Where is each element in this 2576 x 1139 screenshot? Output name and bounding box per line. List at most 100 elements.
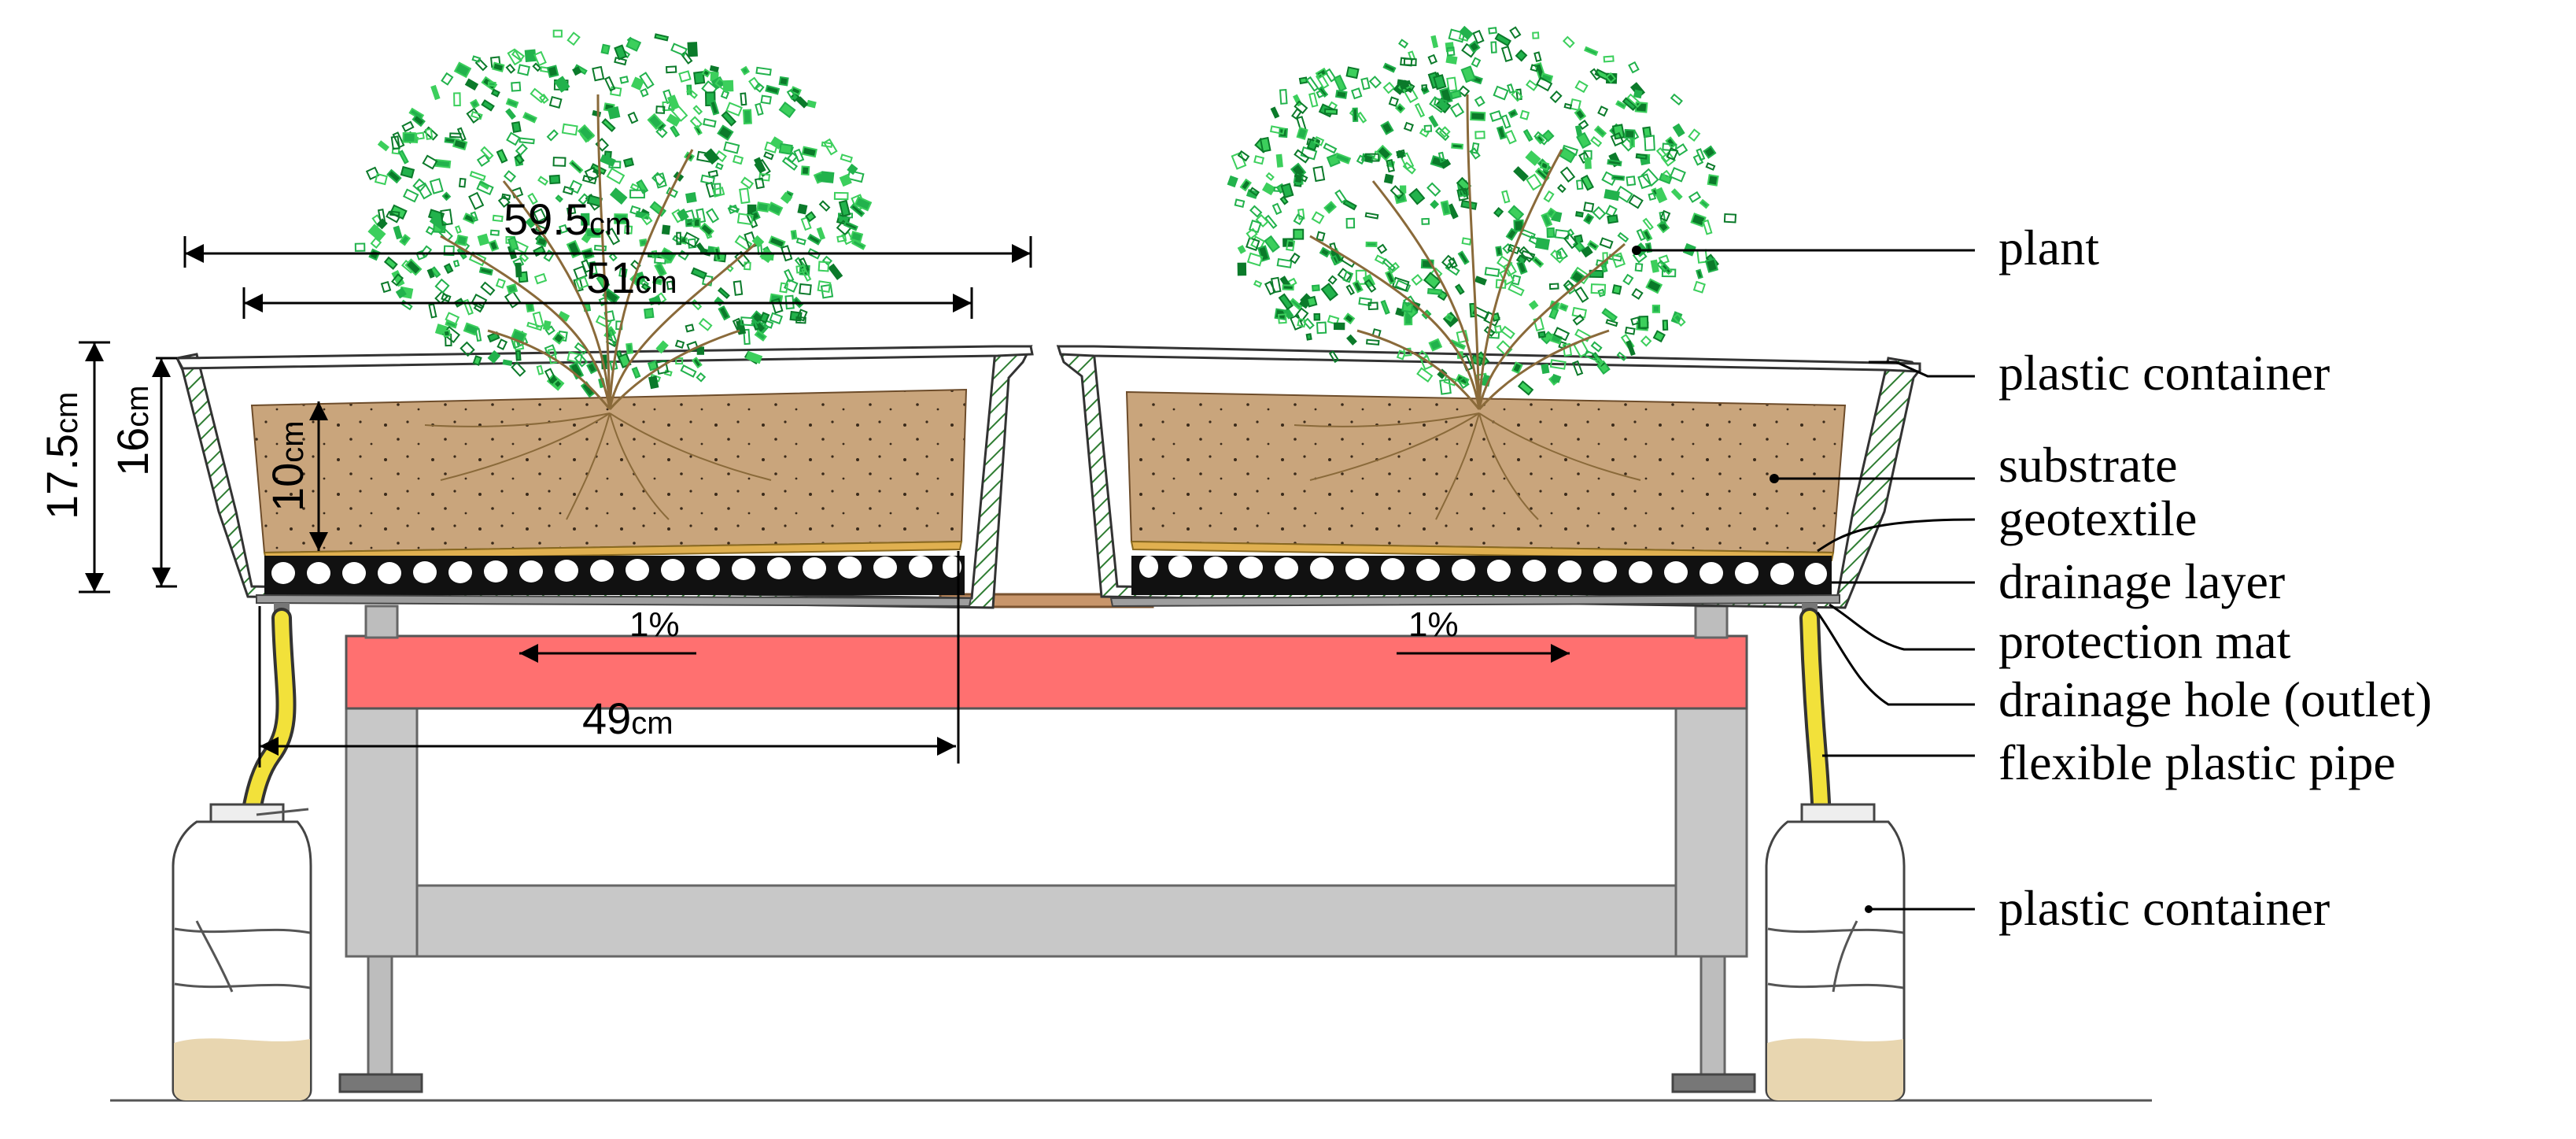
leaf-mark xyxy=(383,256,398,270)
leaf-mark xyxy=(746,211,758,229)
leaf-mark xyxy=(532,62,542,72)
leaf-mark xyxy=(1345,284,1356,296)
leaf-mark xyxy=(1449,102,1465,118)
leaf-mark xyxy=(495,278,506,289)
leaf-mark xyxy=(481,99,495,112)
leaf-mark xyxy=(581,175,597,185)
leaf-mark xyxy=(601,118,616,132)
leaf-mark xyxy=(1437,368,1448,379)
leaf-mark xyxy=(440,209,453,226)
leaf-mark xyxy=(1626,340,1636,357)
leaf-mark xyxy=(1584,349,1598,361)
leaf-mark xyxy=(629,189,645,199)
leaf-mark xyxy=(492,214,504,223)
leaf-mark xyxy=(1557,183,1567,194)
leaf-mark xyxy=(1460,199,1478,210)
leaf-mark xyxy=(1490,41,1497,54)
leaf-mark xyxy=(568,179,583,194)
leaf-mark xyxy=(800,165,810,176)
leaf-mark xyxy=(441,72,454,86)
svg-text:59.5cm: 59.5cm xyxy=(504,194,631,244)
leaf-mark xyxy=(839,173,852,187)
leaf-mark xyxy=(1346,334,1357,346)
leaf-mark xyxy=(1580,174,1595,191)
leaf-mark xyxy=(1603,55,1615,63)
leaf-mark xyxy=(607,106,621,120)
leaf-mark xyxy=(692,217,701,227)
leaf-mark xyxy=(1289,252,1301,264)
leaf-mark xyxy=(472,355,482,366)
leaf-mark xyxy=(1611,252,1626,268)
leaf-mark xyxy=(1508,205,1525,222)
leaf-mark xyxy=(1365,241,1378,248)
leaf-mark xyxy=(1434,127,1450,142)
slope-label-left: 1% xyxy=(629,605,680,644)
leaf-mark xyxy=(654,261,667,278)
leaf-mark xyxy=(428,303,437,319)
leaf-mark xyxy=(515,262,522,278)
leaf-mark xyxy=(1534,237,1551,250)
leaf-mark xyxy=(572,66,582,76)
leaf-mark xyxy=(476,153,490,168)
leaf-mark xyxy=(525,302,535,313)
leaf-mark xyxy=(1640,168,1659,187)
leaf-mark xyxy=(739,187,751,205)
leaf-mark xyxy=(1532,31,1540,39)
leaf-mark xyxy=(1501,190,1511,204)
leaf-mark xyxy=(639,72,655,90)
leaf-mark xyxy=(527,192,538,205)
leaf-mark xyxy=(783,268,795,283)
leaf-mark xyxy=(1659,209,1671,222)
leaf-mark xyxy=(1454,283,1465,295)
leaf-mark xyxy=(1364,212,1379,220)
leaf-mark xyxy=(725,102,743,116)
leaf-mark xyxy=(1644,135,1655,151)
leaf-mark xyxy=(404,258,423,276)
leaf-mark xyxy=(1500,114,1511,129)
leaf-mark xyxy=(581,213,590,226)
leaf-mark xyxy=(1319,246,1331,258)
leaf-mark xyxy=(732,154,744,165)
leaf-mark xyxy=(429,214,447,231)
left-collection-bottle xyxy=(172,803,312,1102)
leaf-mark xyxy=(1517,380,1534,396)
leaf-mark xyxy=(1269,125,1286,135)
leaf-mark xyxy=(1428,338,1443,352)
leaf-mark xyxy=(456,127,467,142)
leaf-mark xyxy=(1497,255,1513,271)
leaf-mark xyxy=(618,268,628,278)
leaf-mark xyxy=(400,165,415,179)
leaf-mark xyxy=(800,216,812,231)
left-plant-roots xyxy=(424,412,772,520)
leaf-mark xyxy=(740,92,747,106)
leaf-mark xyxy=(1562,35,1575,49)
leaf-mark xyxy=(526,321,543,331)
leaf-mark xyxy=(600,153,616,168)
leaf-mark xyxy=(765,84,781,95)
leaf-mark xyxy=(1583,213,1595,225)
leaf-mark xyxy=(595,315,612,329)
leaf-mark xyxy=(1429,96,1448,113)
leaf-mark xyxy=(492,61,505,72)
leaf-mark xyxy=(377,209,386,224)
leaf-mark xyxy=(678,70,692,83)
leaf-mark xyxy=(1471,142,1480,154)
foot-right-stem xyxy=(1699,955,1726,1076)
leaf-mark xyxy=(1360,77,1371,91)
leaf-mark xyxy=(1669,167,1686,183)
leaf-mark xyxy=(1541,363,1550,375)
leaf-mark xyxy=(681,231,700,248)
leaf-mark xyxy=(1546,227,1556,239)
leaf-mark xyxy=(1539,161,1550,171)
leaf-mark xyxy=(1246,252,1264,267)
leaf-mark xyxy=(1446,76,1458,92)
leaf-mark xyxy=(696,346,705,355)
leaf-mark xyxy=(1294,100,1308,114)
leaf-mark xyxy=(1504,129,1517,145)
leaf-mark xyxy=(1624,128,1636,139)
leaf-mark xyxy=(1333,74,1347,92)
leaf-mark xyxy=(536,364,544,375)
leaf-mark xyxy=(552,378,563,390)
leaf-mark xyxy=(1352,279,1364,294)
leaf-mark xyxy=(1421,84,1428,91)
